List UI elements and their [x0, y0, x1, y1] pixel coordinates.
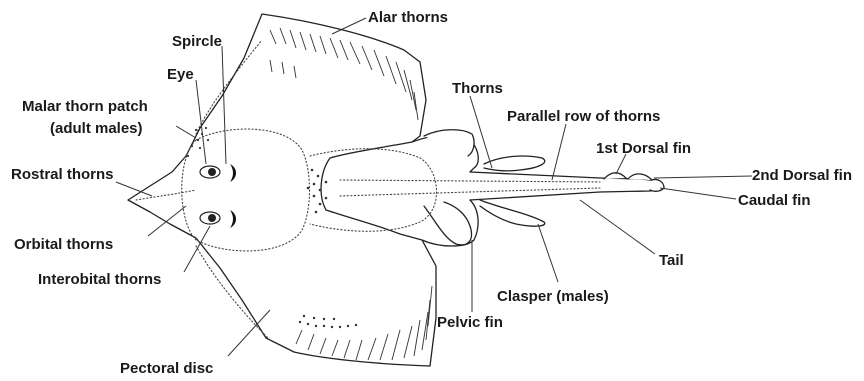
label-pectoral-disc: Pectoral disc [120, 360, 213, 377]
skate-body [128, 14, 664, 366]
label-spircle: Spircle [172, 33, 222, 50]
label-malar-adult-males: (adult males) [50, 120, 143, 137]
lower-clasper [480, 200, 545, 226]
label-alar-thorns: Alar thorns [368, 9, 448, 26]
first-dorsal-fin [604, 173, 626, 179]
label-second-dorsal-fin: 2nd Dorsal fin [752, 167, 852, 184]
label-pelvic-fin: Pelvic fin [437, 314, 503, 331]
label-caudal-fin: Caudal fin [738, 192, 811, 209]
lower-pupil [208, 214, 216, 222]
label-interobital-thorns: Interobital thorns [38, 271, 161, 288]
label-parallel-row-of-thorns: Parallel row of thorns [507, 108, 660, 125]
label-malar-thorn-patch: Malar thorn patch [22, 98, 148, 115]
label-first-dorsal-fin: 1st Dorsal fin [596, 140, 691, 157]
label-eye: Eye [167, 66, 194, 83]
label-rostral-thorns: Rostral thorns [11, 166, 114, 183]
label-orbital-thorns: Orbital thorns [14, 236, 113, 253]
label-clasper: Clasper (males) [497, 288, 609, 305]
upper-pupil [208, 168, 216, 176]
second-dorsal-fin [628, 174, 652, 180]
label-thorns: Thorns [452, 80, 503, 97]
upper-clasper [484, 156, 545, 171]
caudal-fin [650, 179, 664, 191]
label-tail: Tail [659, 252, 684, 269]
